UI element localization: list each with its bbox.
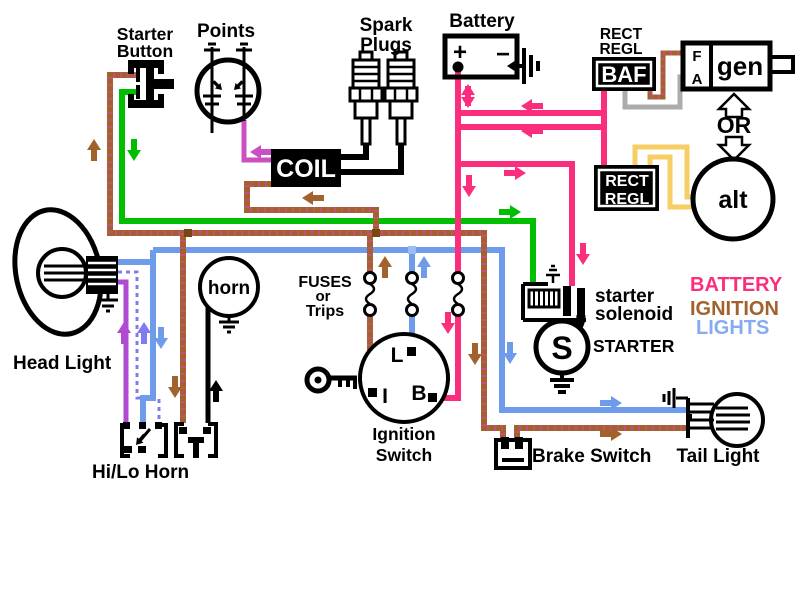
- label-battery-plus: +: [453, 39, 467, 66]
- label-fuses: FUSES: [298, 274, 352, 291]
- label-solenoid2: solenoid: [595, 304, 673, 325]
- hi-lo-switch-symbol: [120, 422, 168, 458]
- label-tail-light: Tail Light: [676, 446, 760, 467]
- headlight-high-wire: [118, 279, 129, 425]
- label-gen-a: A: [692, 71, 703, 88]
- junction-dot: [184, 229, 192, 237]
- label-rect1: RECT: [600, 26, 643, 43]
- fuse-ignition: [363, 271, 377, 317]
- label-gen-f: F: [692, 48, 701, 65]
- label-solenoid1: starter: [595, 286, 655, 307]
- junction-dot: [372, 229, 380, 237]
- label-starter-s: S: [551, 330, 572, 366]
- label-baf: BAF: [601, 62, 646, 87]
- label-spark: Spark: [360, 15, 413, 36]
- starter-trigger-wire: [119, 89, 536, 284]
- label-terminal-i: I: [382, 385, 388, 408]
- key-icon: [304, 366, 357, 394]
- battery-symbol: [442, 33, 540, 84]
- head-light-symbol: [12, 207, 118, 337]
- points-to-coil-wire: [241, 120, 272, 163]
- spark-plug-right: [383, 50, 419, 146]
- label-trips: Trips: [306, 303, 344, 320]
- label-or: OR: [717, 112, 752, 138]
- label-terminal-l: L: [391, 344, 404, 367]
- tail-light-symbol: [662, 388, 765, 448]
- label-gen: gen: [717, 51, 763, 81]
- label-regl2: REGL: [605, 191, 650, 208]
- label-plugs: Plugs: [360, 35, 412, 56]
- label-coil: COIL: [276, 155, 336, 183]
- starter-motor-symbol: [533, 318, 591, 394]
- horn-symbol: [198, 256, 260, 423]
- label-switch: Switch: [376, 445, 432, 465]
- label-brake-switch: Brake Switch: [532, 446, 651, 467]
- label-rect2: RECT: [605, 173, 649, 190]
- alternator-stator-wires: [632, 144, 692, 210]
- label-battery: Battery: [449, 11, 515, 32]
- text-labels: Starter Button Points Spark Plugs Batter…: [13, 11, 783, 483]
- coil-symbol: [271, 144, 404, 187]
- legend-ignition: IGNITION: [690, 298, 779, 320]
- label-horn: horn: [208, 278, 250, 299]
- rectifier-regulator-2: [594, 165, 659, 211]
- label-starter-button2: Button: [117, 41, 173, 61]
- horn-button-symbol: [174, 422, 218, 458]
- points-symbol: [194, 42, 262, 133]
- headlight-dim-wire: [118, 270, 161, 425]
- label-starter-button: Starter: [117, 24, 174, 44]
- lights-wires: [118, 246, 688, 425]
- label-regl1: REGL: [599, 41, 642, 58]
- generator-symbol: [680, 40, 795, 92]
- label-starter: STARTER: [593, 336, 675, 356]
- or-choice-arrows: [715, 92, 753, 162]
- legend-battery: BATTERY: [690, 274, 783, 296]
- alternator-symbol: [690, 156, 776, 242]
- fuse-battery: [451, 271, 465, 317]
- label-hi-lo-horn: Hi/Lo Horn: [92, 462, 189, 483]
- label-fuses-or: or: [316, 288, 331, 305]
- label-head-light: Head Light: [13, 353, 112, 374]
- label-ignition: Ignition: [372, 424, 435, 444]
- legend-lights: LIGHTS: [696, 317, 769, 339]
- brake-switch-symbol: [494, 437, 532, 470]
- fuse-symbols: [363, 271, 465, 317]
- label-terminal-b: B: [411, 382, 426, 405]
- spark-plug-left: [348, 50, 384, 146]
- fuse-lights: [405, 271, 419, 317]
- battery-wires: [438, 70, 607, 401]
- starter-button-symbol: [128, 60, 174, 108]
- label-points: Points: [197, 21, 255, 42]
- ignition-switch-symbol: [358, 332, 450, 424]
- rectifier-regulator-1: [592, 57, 656, 91]
- label-alt: alt: [718, 186, 748, 214]
- label-battery-minus: −: [496, 41, 510, 68]
